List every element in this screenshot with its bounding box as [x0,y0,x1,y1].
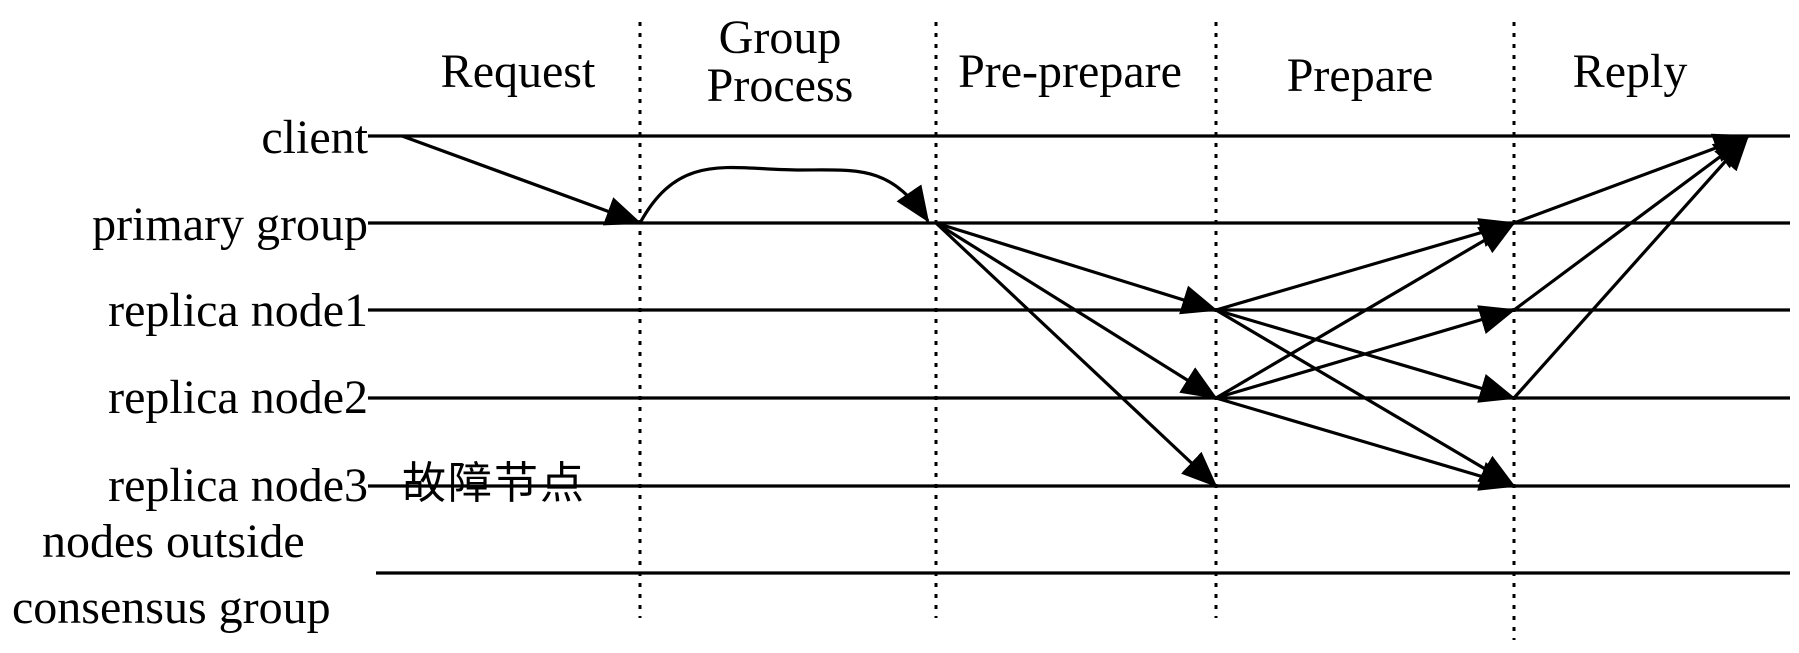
faulty-node-annotation: 故障节点 [402,458,586,509]
arrow-reply-node1 [1513,134,1750,312]
phase-label-request: Request [440,45,596,98]
arrow-prepare-node1-node3 [1215,308,1516,488]
phase-label-pre-prepare: Pre-prepare [958,45,1182,98]
row-label-primary-group: primary group [92,198,368,251]
row-label-replica-node3: replica node3 [108,459,368,512]
row-label-outside-line1: nodes outside [42,515,305,568]
arrow-reply-node2 [1512,134,1750,400]
arrow-group-process [638,165,930,224]
arrow-reply-primary [1513,133,1750,225]
arrow-request [401,134,642,226]
row-label-replica-node2: replica node2 [108,371,368,424]
arrow-preprepare-node1 [935,221,1218,315]
arrow-prepare-node2-node1 [1215,305,1516,400]
phase-label-reply: Reply [1572,45,1688,98]
phase-label-prepare: Prepare [1286,49,1434,102]
arrow-prepare-node2-node3 [1215,396,1516,491]
phase-label-group-line1: Group [718,11,842,64]
arrow-preprepare-node2 [935,221,1218,400]
arrow-prepare-node2-primary [1215,221,1516,400]
row-label-outside-line2: consensus group [12,581,331,634]
arrow-preprepare-node3 [934,221,1218,488]
row-label-replica-node1: replica node1 [108,284,368,337]
arrow-prepare-node1-primary [1215,218,1516,312]
row-label-client: client [261,111,368,164]
phase-label-group-line2: Process [706,59,854,112]
phase-label-group-process: Group Process [670,14,890,110]
